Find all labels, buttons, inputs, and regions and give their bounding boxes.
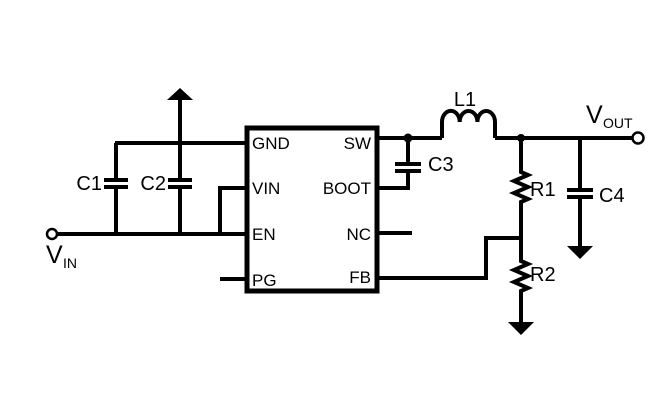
label-r2: R2 [530,264,556,286]
label-c2: C2 [140,173,166,195]
vin-pin-branch-wire [218,186,247,234]
label-l1: L1 [454,89,476,111]
inductor-l1 [440,109,497,138]
capacitor-c1 [104,143,128,234]
label-c3: C3 [428,154,454,176]
ground-down-triangle-c4-icon [567,246,593,259]
vin-label-sub: IN [63,255,77,271]
pin-label-fb: FB [349,268,371,287]
vout-port-label: V OUT [586,101,633,131]
pin-label-vin: VIN [252,179,280,198]
capacitor-c3 [377,138,421,190]
vin-terminal [45,227,59,241]
pin-label-nc: NC [346,225,371,244]
ground-symbol-top [167,88,193,100]
pin-label-sw: SW [344,134,371,153]
pin-label-gnd: GND [252,134,290,153]
capacitor-c2 [168,99,192,234]
label-c1: C1 [76,173,102,195]
vin-port-label: V IN [46,241,77,271]
ground-down-triangle-r2-icon [508,322,534,335]
vout-terminal [631,131,645,145]
capacitor-c4 [567,138,593,259]
resistor-r2 [508,238,534,335]
ic-body [244,125,380,294]
fb-wire [377,236,521,280]
pin-label-en: EN [252,225,276,244]
label-c4: C4 [599,185,625,207]
vin-label-main: V [46,241,63,269]
vout-label-main: V [586,101,603,129]
pin-label-pg: PG [252,271,277,290]
resistor-r1 [508,138,534,238]
c3-lead-to-boot [377,173,410,190]
ground-up-triangle-icon [167,88,193,100]
label-r1: R1 [530,179,556,201]
vout-label-sub: OUT [603,115,633,131]
r1-body [508,138,534,238]
r2-body [508,238,534,322]
pin-label-boot: BOOT [323,179,371,198]
